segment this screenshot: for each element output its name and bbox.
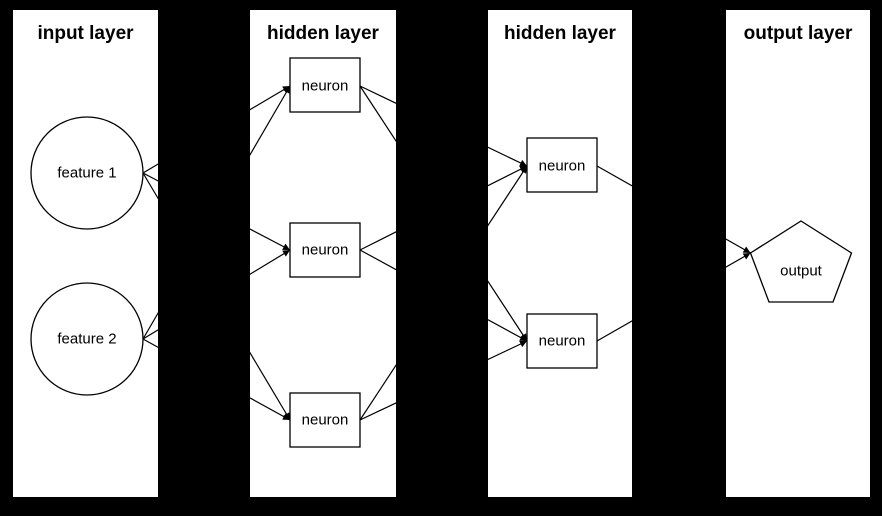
hidden-layer-2-panel	[488, 10, 632, 497]
arrow-feature1-hidden1neuron3	[142, 172, 291, 421]
arrow-hidden1neuron2-hidden2neuron1	[359, 165, 528, 251]
input-layer-title: input layer	[37, 23, 134, 44]
arrow-hidden1neuron3-hidden2neuron2	[359, 340, 528, 421]
output-node	[749, 220, 853, 303]
arrow-hidden1neuron1-hidden2neuron1	[359, 85, 528, 167]
hidden1-neuron1-label: neuron	[302, 78, 349, 95]
output-layer-title: output layer	[744, 23, 853, 44]
hidden2-neuron2-node	[526, 313, 598, 369]
input-layer-panel	[13, 10, 158, 497]
arrow-hidden1neuron3-hidden2neuron1	[359, 165, 528, 421]
hidden-layer-1-title: hidden layer	[267, 23, 380, 44]
arrow-feature2-hidden1neuron3	[142, 338, 291, 421]
arrow-feature1-hidden1neuron1	[142, 85, 291, 174]
hidden1-neuron2-label: neuron	[302, 242, 349, 259]
arrow-hidden2neuron2-output	[596, 252, 751, 342]
arrow-feature2-hidden1neuron1	[142, 85, 291, 340]
hidden1-neuron1-node	[289, 57, 361, 113]
arrow-hidden1neuron1-hidden2neuron2	[359, 85, 528, 342]
arrow-hidden1neuron2-hidden2neuron2	[359, 249, 528, 342]
hidden2-neuron1-node	[526, 137, 598, 193]
hidden2-neuron2-label: neuron	[539, 333, 586, 350]
arrow-hidden2neuron1-output	[596, 165, 751, 254]
feature-2-label: feature 2	[57, 331, 116, 348]
feature-1-label: feature 1	[57, 165, 116, 182]
hidden1-neuron3-label: neuron	[302, 412, 349, 429]
hidden1-neuron3-node	[289, 392, 361, 448]
hidden2-neuron1-label: neuron	[539, 158, 586, 175]
output-label: output	[780, 263, 823, 280]
arrow-feature2-hidden1neuron2	[142, 249, 291, 340]
hidden-layer-2-title: hidden layer	[504, 23, 617, 44]
